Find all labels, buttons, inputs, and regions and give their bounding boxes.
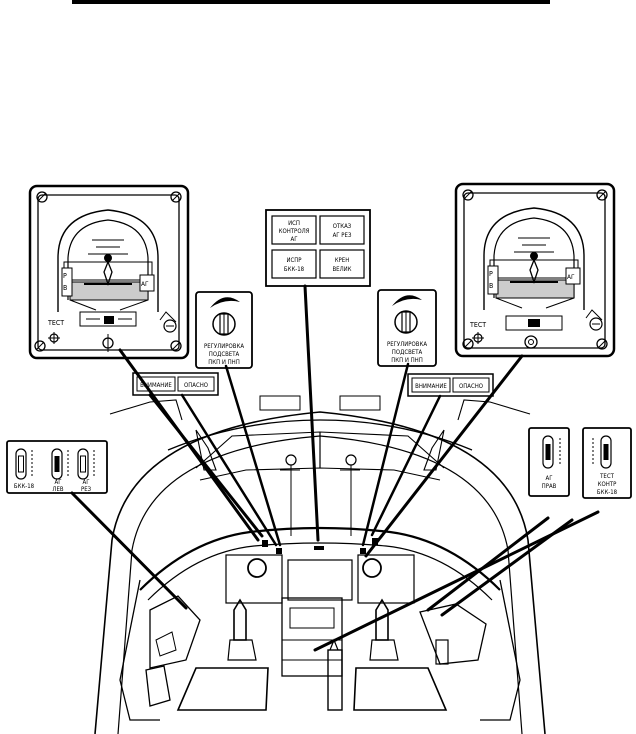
right-attitude-indicator: Р В АГ ТЕСТ [454,182,616,358]
right-p-label: Р [489,270,493,278]
right-ag-label: АГ [567,273,575,281]
left-switch-agr-label1: АГ [83,479,90,486]
left-switch-agl-label2: ЛЕВ [52,486,63,493]
right-attention-lamp: ВНИМАНИЕ [415,383,447,390]
svg-text:АГ: АГ [291,236,298,243]
right-warning-lamps: ВНИМАНИЕ ОПАСНО [407,373,494,397]
left-switch-panel: БКК-18 АГ ЛЕВ АГ РЕЗ [6,440,108,494]
svg-text:БКК-18: БКК-18 [284,266,305,273]
left-test-label: ТЕСТ [47,319,64,327]
left-switch-agl-label1: АГ [55,479,62,486]
left-danger-lamp: ОПАСНО [184,382,208,389]
cockpit-interior [94,395,546,734]
right-switch-ag-panel: АГ ПРАВ [528,427,570,497]
callout-lines [70,284,600,652]
svg-text:КОНТРОЛЯ: КОНТРОЛЯ [279,228,310,235]
svg-text:АГ РЕЗ: АГ РЕЗ [333,232,352,239]
right-switch-test-label3: БКК-18 [597,489,618,496]
annunciator-cell-bank-high: КРЕН ВЕЛИК [332,257,351,273]
right-danger-lamp: ОПАСНО [459,383,483,390]
right-dimmer-panel: РЕГУЛИРОВКА ПОДСВЕТА ПКП И ПНП [377,289,437,367]
svg-text:ИСПР: ИСПР [286,257,302,264]
left-dimmer-line3: ПКП И ПНП [208,359,240,366]
left-switch-agr-label2: РЕЗ [81,486,92,493]
annunciator-cell-ag-check: ИСП КОНТРОЛЯ АГ [279,220,310,243]
left-dimmer-panel: РЕГУЛИРОВКА ПОДСВЕТА ПКП И ПНП [195,291,253,369]
annunciator-cell-bkk-ok: ИСПР БКК-18 [284,257,305,273]
left-warning-lamps: ВНИМАНИЕ ОПАСНО [132,372,219,396]
right-test-label: ТЕСТ [469,321,486,329]
left-p-label: Р [63,272,67,280]
svg-text:ОТКАЗ: ОТКАЗ [333,223,352,230]
right-switch-test-panel: ТЕСТ КОНТР БКК-18 [582,427,632,499]
svg-text:КРЕН: КРЕН [335,257,350,264]
right-b-label: В [489,282,493,290]
left-switch-bkk-label: БКК-18 [14,483,35,490]
annunciator-cell-ag-failure: ОТКАЗ АГ РЕЗ [333,223,352,239]
right-switch-test-label1: ТЕСТ [599,473,614,480]
left-ag-label: АГ [141,280,149,288]
left-attention-lamp: ВНИМАНИЕ [140,382,172,389]
svg-text:ИСП: ИСП [288,220,300,227]
left-dimmer-line2: ПОДСВЕТА [209,351,240,358]
top-rule [72,0,550,4]
right-dimmer-line1: РЕГУЛИРОВКА [387,341,427,348]
left-dimmer-line1: РЕГУЛИРОВКА [204,343,244,350]
right-switch-test-label2: КОНТР [598,481,617,488]
svg-text:ВЕЛИК: ВЕЛИК [332,266,351,273]
left-b-label: В [63,284,67,292]
right-switch-ag-label1: АГ [546,475,553,482]
right-switch-ag-label2: ПРАВ [542,483,557,490]
left-attitude-indicator: Р В АГ ТЕСТ [28,184,190,360]
right-dimmer-line3: ПКП И ПНП [391,357,423,364]
right-dimmer-line2: ПОДСВЕТА [392,349,423,356]
annunciator-panel: ИСП КОНТРОЛЯ АГ ОТКАЗ АГ РЕЗ ИСПР БКК-18… [265,209,371,287]
